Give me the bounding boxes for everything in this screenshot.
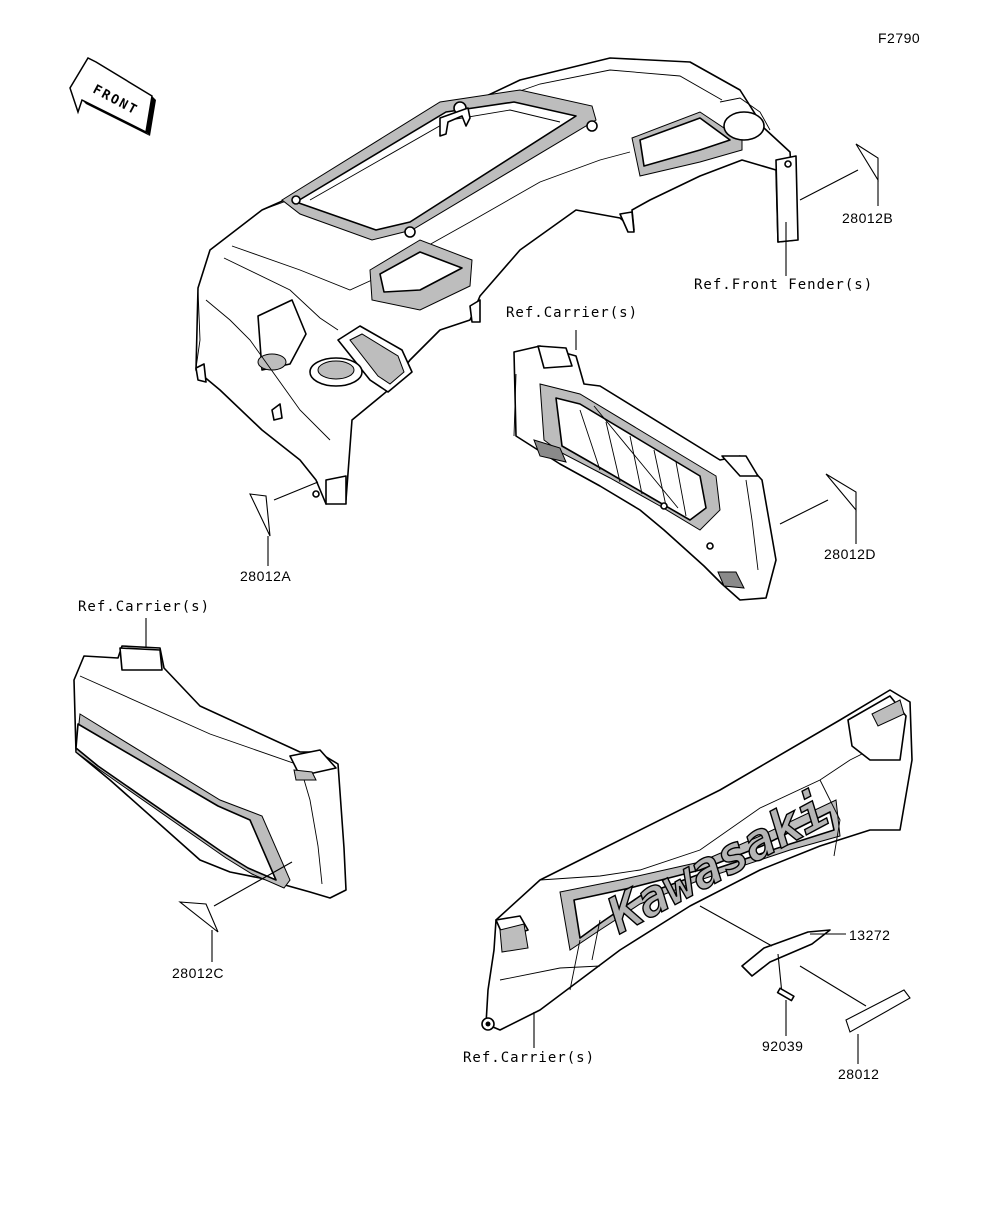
front-arrow-icon: FRONT xyxy=(69,57,156,136)
carrier-side-panel-right xyxy=(513,345,777,601)
label-ref-carrier-2: Ref.Carrier(s) xyxy=(78,599,211,615)
front-dash-panel xyxy=(195,57,799,505)
screw-92039 xyxy=(776,953,795,1036)
label-13272: 13272 xyxy=(849,927,891,943)
label-28012c: 28012C xyxy=(172,965,225,981)
label-ref-front-fender: Ref.Front Fender(s) xyxy=(694,277,874,293)
label-ref-carrier-1: Ref.Carrier(s) xyxy=(506,305,639,321)
badge-base-13272 xyxy=(741,929,831,977)
figure-code: F2790 xyxy=(878,30,921,46)
label-92039: 92039 xyxy=(762,1038,804,1054)
carrier-side-panel-left xyxy=(73,645,347,899)
label-28012b: 28012B xyxy=(842,210,894,226)
decal-28012-strip xyxy=(845,989,911,1033)
label-28012: 28012 xyxy=(838,1066,880,1082)
decal-28012b xyxy=(855,143,879,182)
rear-tailgate-panel: Kawasaki xyxy=(481,689,913,1031)
label-28012a: 28012A xyxy=(240,568,292,584)
label-28012d: 28012D xyxy=(824,546,877,562)
decal-28012c xyxy=(178,901,219,933)
label-ref-carrier-3: Ref.Carrier(s) xyxy=(463,1050,596,1066)
decal-28012d xyxy=(825,473,857,512)
decal-28012a xyxy=(249,493,271,537)
